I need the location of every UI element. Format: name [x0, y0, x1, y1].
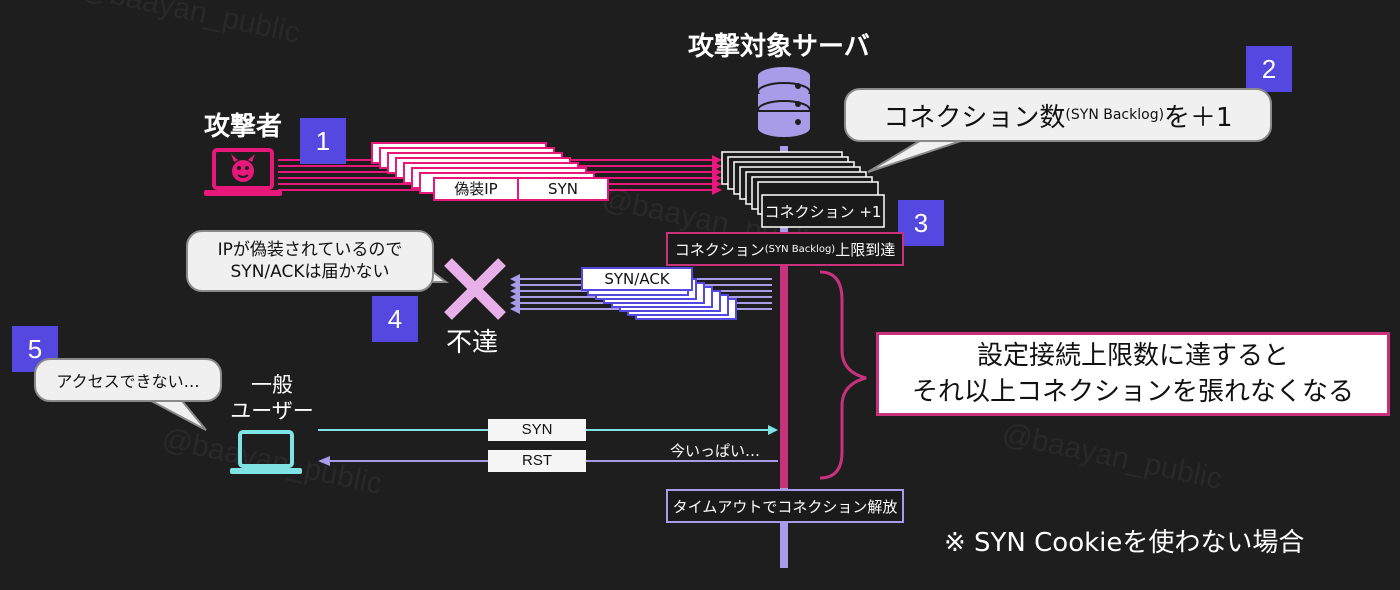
limit-reached-tail: 上限到達	[835, 240, 896, 259]
bubble-spoofed-line1: IPが偽装されているので	[217, 240, 403, 260]
attacker-label: 攻撃者	[204, 112, 283, 142]
server-icon	[757, 67, 811, 137]
user-syn-arrowhead	[768, 425, 778, 435]
synack-packet-label: SYN/ACK	[604, 270, 670, 288]
user-syn-packet: SYN	[488, 419, 586, 441]
attack-packet-stack	[371, 142, 609, 201]
bubble-connections-sub: (SYN Backlog)	[1065, 107, 1165, 123]
limit-callout-line2: それ以上コネクションを張れなくなる	[911, 377, 1354, 407]
user-laptop-icon	[230, 430, 302, 474]
synack-packet-stack	[581, 267, 737, 320]
connection-stack-boxes	[721, 151, 885, 228]
limit-reached-box: コネクション(SYN Backlog)上限到達	[666, 232, 904, 266]
server-timeline-limit	[780, 256, 788, 488]
bubble-spoofed-line2: SYN/ACKは届かない	[230, 262, 390, 282]
step-badge-3: 3	[898, 200, 944, 246]
limit-callout: 設定接続上限数に達すると それ以上コネクションを張れなくなる	[876, 332, 1390, 416]
server-title: 攻撃対象サーバ	[688, 32, 870, 62]
limit-bracket	[819, 270, 867, 480]
limit-reached-sub: (SYN Backlog)	[764, 243, 836, 255]
synack-arrowheads	[510, 274, 520, 314]
attacker-laptop-icon	[204, 148, 282, 196]
limit-callout-line1: 設定接続上限数に達すると	[976, 341, 1289, 371]
bubble-connections-tail-text: を＋1	[1164, 102, 1233, 133]
step-badge-4: 4	[372, 296, 418, 342]
user-rst-arrowhead	[318, 456, 330, 466]
bubble-spoofed: IPが偽装されているので SYN/ACKは届かない	[186, 230, 434, 292]
step-badge-2: 2	[1246, 46, 1292, 92]
attack-arrowheads	[712, 155, 722, 195]
limit-reached-main: コネクション	[674, 240, 765, 259]
server-full-text: 今いっぱい…	[670, 442, 761, 460]
normal-user-label: 一般 ユーザー	[222, 372, 322, 424]
bubble-user: アクセスできない…	[34, 358, 222, 402]
undelivered-label: 不達	[446, 328, 499, 358]
normal-user-label-line1: 一般	[251, 373, 293, 397]
syn-cookie-note: ※ SYN Cookieを使わない場合	[944, 528, 1305, 558]
connection-increment-label: コネクション +1	[764, 202, 882, 221]
undelivered-x-icon	[444, 258, 506, 320]
bubble-connections: コネクション数(SYN Backlog)を＋1	[844, 88, 1272, 142]
timeout-release-box: タイムアウトでコネクション解放	[666, 489, 904, 523]
user-rst-packet: RST	[488, 450, 586, 472]
bubble-connections-main: コネクション数	[883, 102, 1066, 133]
attack-packet-field-syn: SYN	[548, 180, 578, 198]
step-badge-1: 1	[300, 118, 346, 164]
normal-user-label-line2: ユーザー	[230, 399, 314, 423]
attack-packet-field-ip: 偽装IP	[454, 180, 498, 198]
server-timeline-bottom	[780, 488, 788, 568]
